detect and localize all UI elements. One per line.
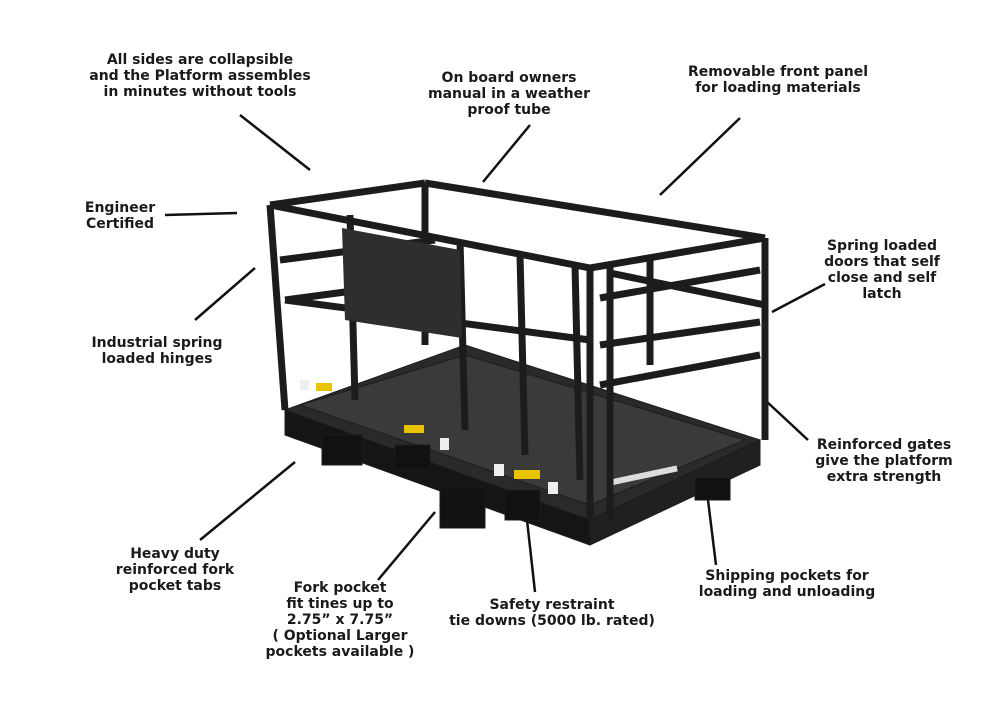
callout-line: manual in a weather <box>428 86 590 102</box>
callout-line: Industrial spring <box>91 335 223 351</box>
callout-line: Engineer <box>84 200 156 216</box>
callout-line: latch <box>862 286 902 302</box>
callout-line: and the Platform assembles <box>89 68 311 84</box>
callout-line: in minutes without tools <box>103 84 297 100</box>
callout-line: Spring loaded <box>826 238 938 254</box>
callout-line: tie downs (5000 lb. rated) <box>449 613 655 629</box>
callout-line: Removable front panel <box>687 64 869 80</box>
callout-line: extra strength <box>826 469 942 485</box>
callout-lines <box>164 114 826 593</box>
callout-line: pockets available ) <box>265 644 415 660</box>
callout-line: On board owners <box>441 70 577 86</box>
callout-line: Fork pocket <box>293 580 387 596</box>
callout-line: fit tines up to <box>286 596 394 612</box>
callout-line: pocket tabs <box>128 578 222 594</box>
callout-line: give the platform <box>815 453 953 469</box>
callout-line: Certified <box>85 216 155 232</box>
callout-line: 2.75” x 7.75” <box>286 612 394 628</box>
callout-line: Safety restraint <box>489 597 615 613</box>
callout-line: close and self <box>827 270 937 286</box>
callout-line: loading and unloading <box>698 584 876 600</box>
callout-line: All sides are collapsible <box>106 52 294 68</box>
callout-line: loaded hinges <box>101 351 213 367</box>
front-panel <box>342 228 462 338</box>
callout-line: Shipping pockets for <box>705 568 869 584</box>
callout-line: Reinforced gates <box>816 437 952 453</box>
callout-line: for loading materials <box>695 80 861 96</box>
callout-line: ( Optional Larger <box>272 628 408 644</box>
callout-line: doors that self <box>824 254 940 270</box>
callout-line: reinforced fork <box>115 562 235 578</box>
callout-line: proof tube <box>467 102 551 118</box>
callout-line: Heavy duty <box>130 546 220 562</box>
